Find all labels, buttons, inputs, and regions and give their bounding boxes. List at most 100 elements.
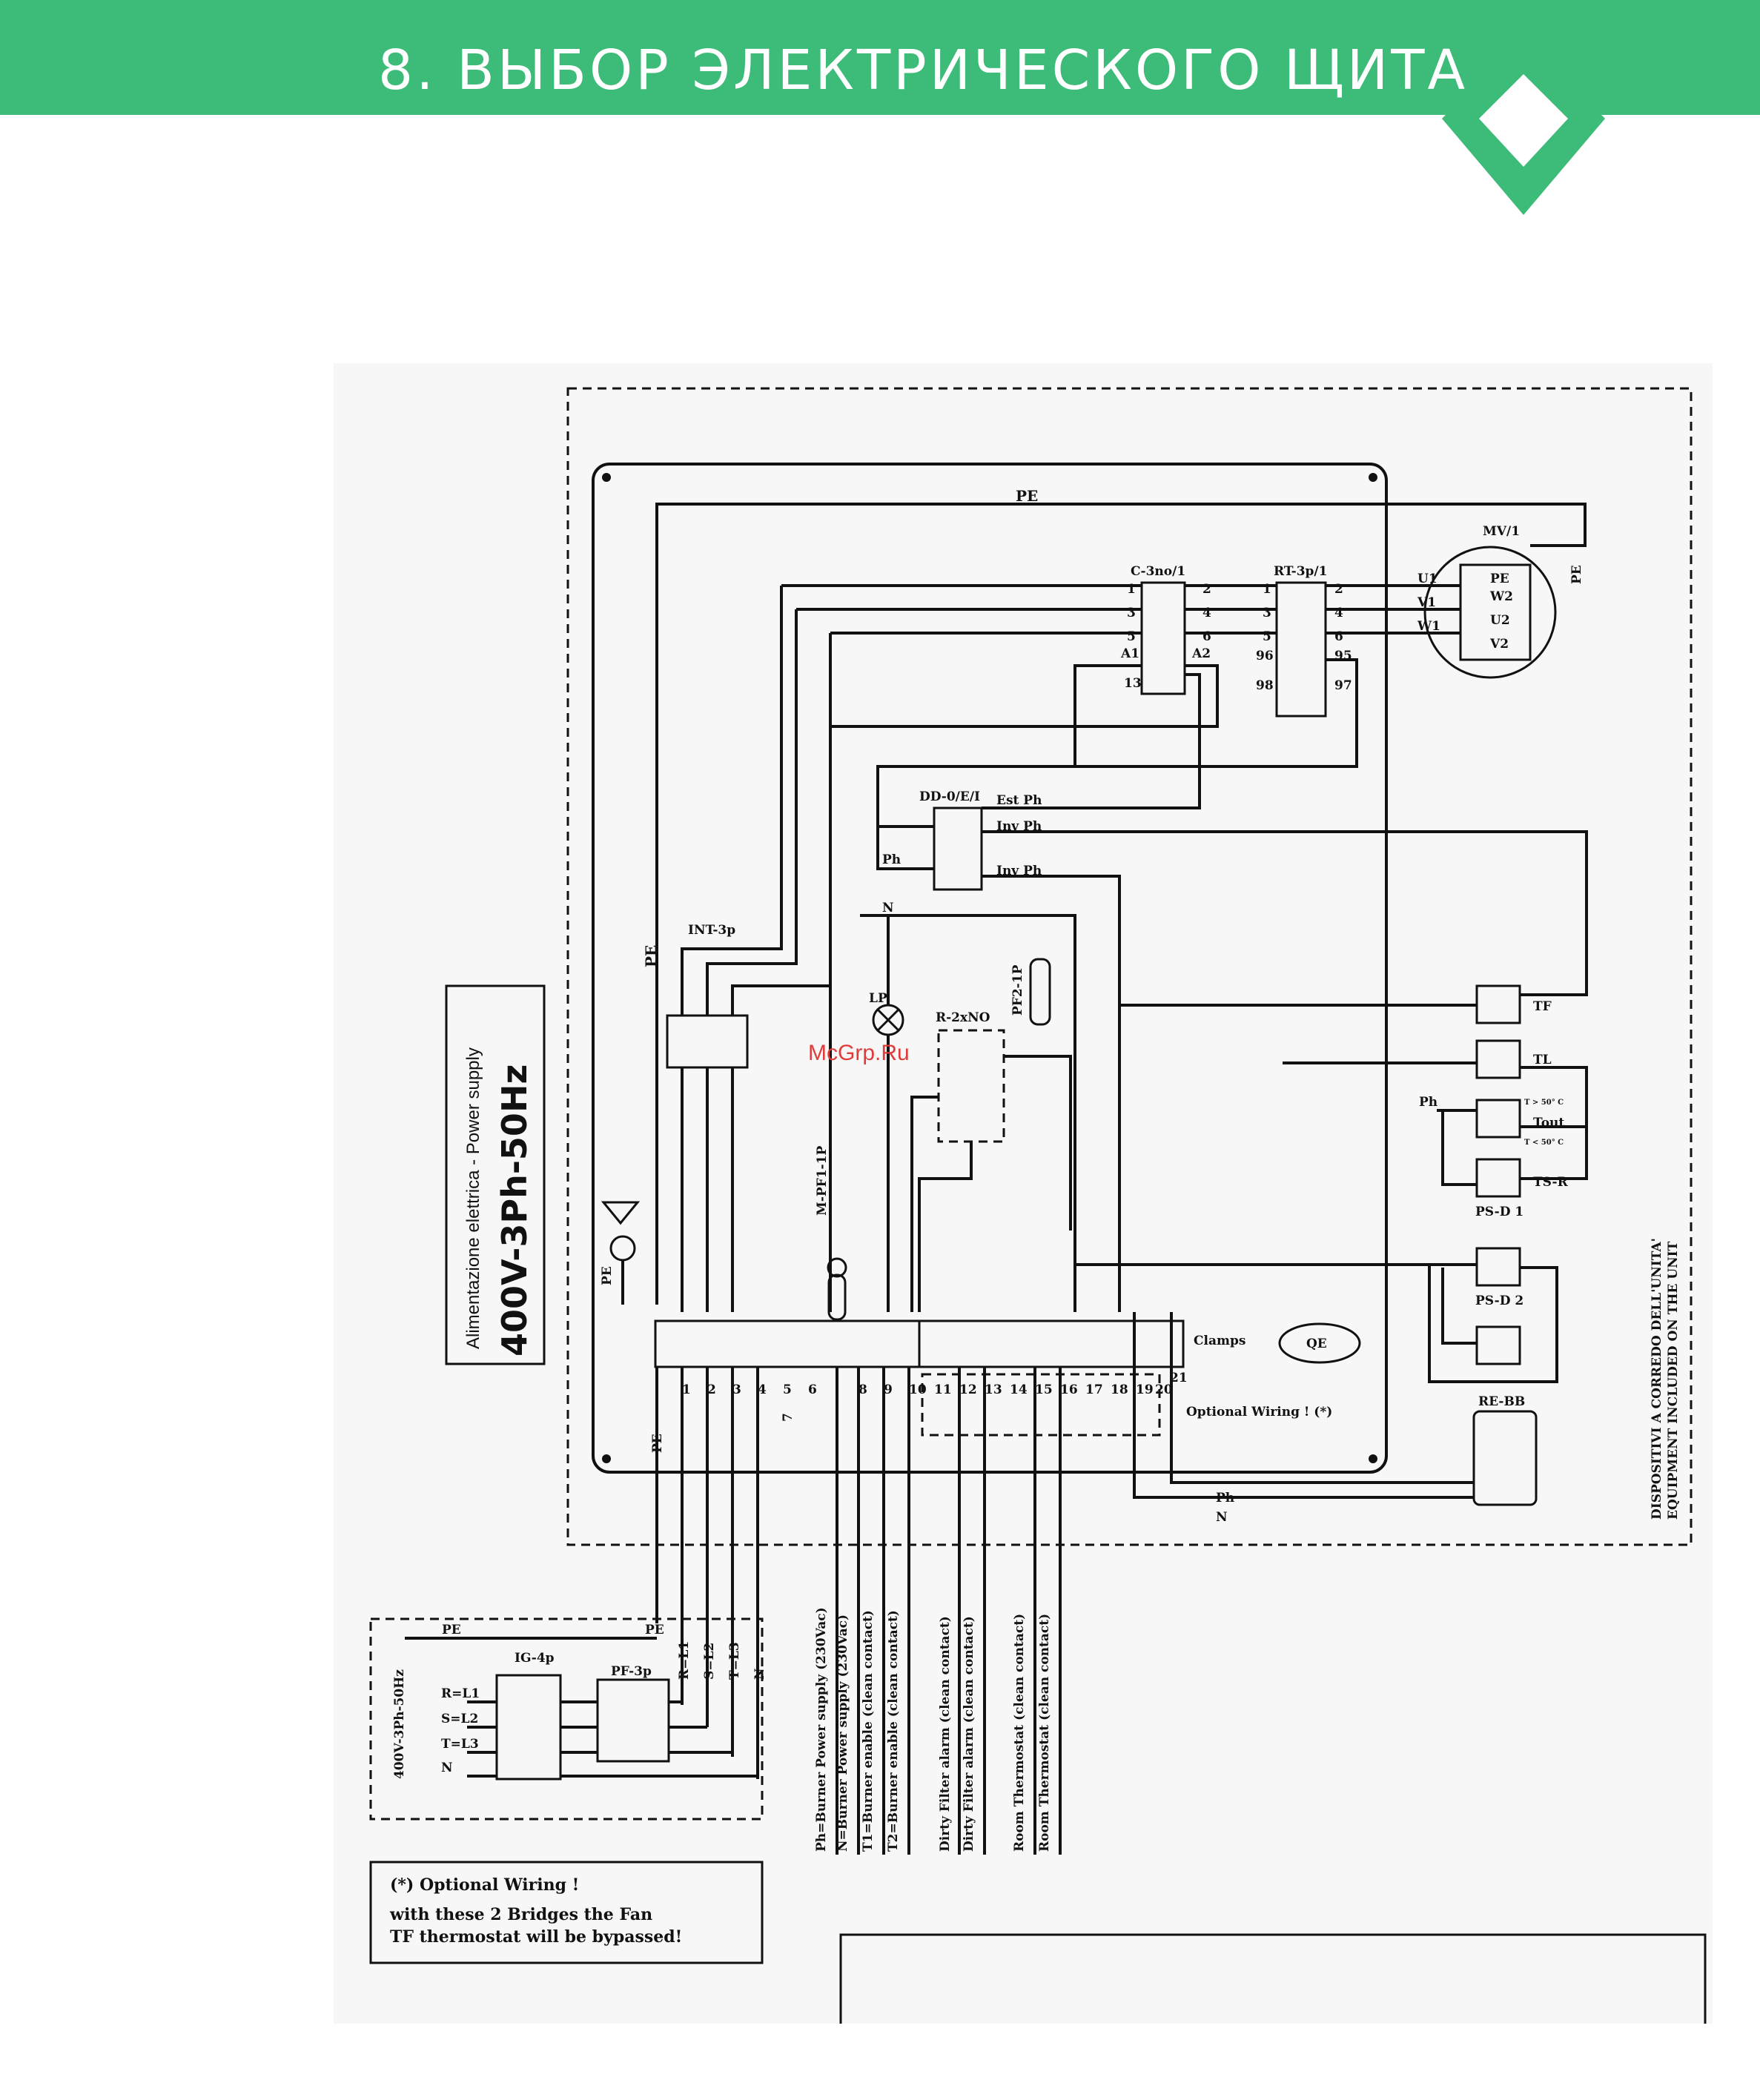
pe-wire: [655, 503, 1587, 1305]
terminal-number: 19: [1136, 1382, 1154, 1397]
optional-wiring-note: [369, 1861, 764, 1964]
power-supply-rating: 400V-3Ph-50Hz: [494, 1064, 535, 1357]
main-switch-int3p: [666, 1014, 749, 1069]
ps-d2-label: PS-D 2: [1475, 1294, 1524, 1308]
pe-label-bottom: PE: [650, 1434, 665, 1453]
relay-label: R-2xNO: [936, 1010, 990, 1025]
note-line1: with these 2 Bridges the Fan: [389, 1905, 652, 1924]
ph-label-bottom: Ph: [1216, 1491, 1234, 1506]
terminal-number: 18: [1111, 1382, 1128, 1397]
terminal-number: 10: [909, 1382, 927, 1397]
terminal-number: 11: [934, 1382, 952, 1397]
fuse-pf2-icon: [1029, 958, 1051, 1026]
header-banner: 8. ВЫБОР ЭЛЕКТРИЧЕСКОГО ЩИТА: [0, 0, 1760, 115]
supply-t-label: T=L3: [441, 1737, 479, 1752]
motor-w2-label: W2: [1489, 589, 1513, 604]
n-label-upper: N: [882, 901, 894, 915]
supply-n-label-v: N: [752, 1668, 767, 1680]
relay-pin: 96: [1256, 649, 1274, 663]
contactor-pin: 2: [1202, 582, 1211, 597]
side-note-line2: EQUIPMENT INCLUDED ON THE UNIT: [1666, 1241, 1681, 1520]
ps-d1-label: PS-D 1: [1475, 1205, 1524, 1219]
terminal-number: 16: [1060, 1382, 1078, 1397]
power-supply-box: [445, 984, 546, 1365]
tf-thermostat: [1475, 984, 1521, 1024]
relay-pin: 3: [1263, 606, 1271, 620]
fuse-block-label: PF-3p: [611, 1664, 652, 1679]
thermal-relay-label: RT-3p/1: [1274, 564, 1327, 579]
supply-s-label-v: S=L2: [702, 1643, 717, 1680]
supply-r-label-v: R=L1: [677, 1641, 692, 1680]
ground-icon: [601, 1201, 641, 1305]
clamps-label: Clamps: [1194, 1334, 1245, 1348]
note-line2: TF thermostat will be bypassed!: [390, 1927, 682, 1947]
terminal-strip: [654, 1319, 1185, 1368]
terminal-function-label: Room Thermostat (clean contact): [1012, 1614, 1027, 1852]
lamp-label: LP: [869, 991, 887, 1006]
tout-sensor: [1475, 1099, 1521, 1139]
terminal-number: 21: [1170, 1371, 1188, 1385]
contactor-c3no: [1140, 581, 1186, 695]
supply-pe-label-right: PE: [645, 1623, 664, 1637]
est-ph-label: Est Ph: [996, 793, 1042, 808]
n-label-bottom: N: [1216, 1510, 1228, 1525]
supply-t-label-v: T=L3: [727, 1642, 742, 1680]
supply-r-label: R=L1: [441, 1686, 480, 1701]
diamond-logo-icon: [1442, 37, 1605, 215]
panel-border: [566, 387, 1693, 1546]
selector-label: DD-0/E/I: [919, 789, 980, 804]
isolator-label: IG-4p: [515, 1651, 555, 1666]
terminal-number: 13: [985, 1382, 1002, 1397]
relay-pin: 2: [1334, 582, 1343, 597]
tl-thermostat: [1475, 1039, 1521, 1079]
terminal-number: 6: [808, 1382, 817, 1397]
terminal-function-label: Dirty Filter alarm (clean contact): [938, 1616, 953, 1852]
tl-label: TL: [1533, 1053, 1552, 1067]
supply-rating-label: 400V-3Ph-50Hz: [392, 1669, 407, 1779]
terminal-number: 12: [959, 1382, 977, 1397]
terminal-number: 14: [1010, 1382, 1028, 1397]
pe-ground-label: PE: [600, 1266, 615, 1285]
terminal-function-label: T2=Burner enable (clean contact): [886, 1610, 901, 1852]
selector-dd0ei: [933, 806, 983, 891]
empty-note-box: [839, 1933, 1707, 2024]
terminal-function-label: T1=Burner enable (clean contact): [861, 1610, 876, 1852]
contactor-pin: 6: [1202, 629, 1211, 644]
relay-pin: 97: [1334, 678, 1352, 693]
terminal-number: 5: [783, 1382, 792, 1397]
fuse-mpf-label: M-PF1-1P: [815, 1146, 830, 1216]
supply-connection-box: [369, 1617, 764, 1821]
terminal-number: 9: [884, 1382, 893, 1397]
relay-pin: 1: [1263, 582, 1271, 597]
terminal-function-label: N=Burner Power supply (230Vac): [836, 1614, 850, 1852]
coil-a1-label: A1: [1120, 646, 1139, 661]
ph-label-selector: Ph: [882, 852, 901, 867]
terminal-number: 3: [732, 1382, 741, 1397]
contactor-pin: 13: [1124, 676, 1142, 691]
motor-v2-label: V2: [1489, 637, 1509, 652]
page-title: 8. ВЫБОР ЭЛЕКТРИЧЕСКОГО ЩИТА: [378, 39, 1469, 102]
wiring-diagram-svg: PE PE C-3no/1 1 2 3 4 5 6 13 A1 A2 RT-3p…: [369, 387, 1707, 2024]
terminal-number: 1: [682, 1382, 691, 1397]
relay-pin: 6: [1334, 629, 1343, 644]
w1-label: W1: [1417, 619, 1440, 634]
power-supply-label: Alimentazione elettrica - Power supply: [463, 1047, 483, 1349]
relay-pin: 5: [1263, 629, 1271, 644]
contactor-pin: 1: [1127, 582, 1136, 597]
motor-pe-side-label: PE: [1569, 565, 1584, 584]
supply-pe-label: PE: [442, 1623, 461, 1637]
terminal-function-label: Dirty Filter alarm (clean contact): [962, 1616, 976, 1852]
coil-a2-label: A2: [1191, 646, 1211, 661]
remote-box-label: RE-BB: [1478, 1394, 1525, 1409]
wiring-diagram: PE PE C-3no/1 1 2 3 4 5 6 13 A1 A2 RT-3p…: [334, 363, 1713, 2024]
terminal-number: 7: [781, 1413, 795, 1422]
isolator-ig4p: [495, 1674, 562, 1781]
contactor-pin: 3: [1127, 606, 1136, 620]
terminal-number: 8: [859, 1382, 867, 1397]
supply-n-label: N: [441, 1761, 453, 1775]
terminal-function-label: Room Thermostat (clean contact): [1037, 1614, 1052, 1852]
tout-gt-label: T > 50° C: [1524, 1099, 1564, 1107]
terminal-number: 17: [1085, 1382, 1103, 1397]
side-note-line1: DISPOSITIVI A CORREDO DELL'UNITA': [1650, 1238, 1664, 1520]
tsr-sensor: [1475, 1158, 1521, 1198]
